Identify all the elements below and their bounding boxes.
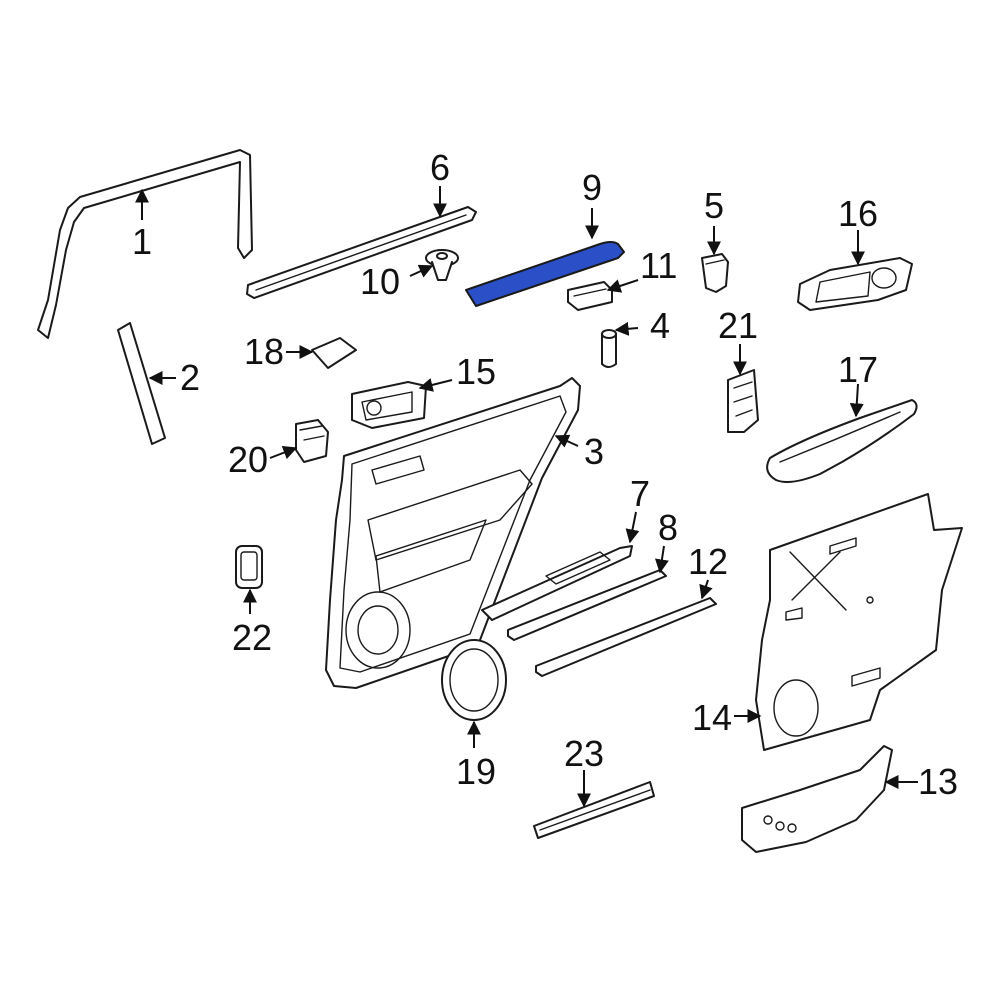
- part-11-bracket[interactable]: [567, 281, 613, 311]
- callout-14: 14: [692, 697, 732, 738]
- part-5-switch[interactable]: [701, 253, 729, 293]
- part-2-pillar-trim[interactable]: [117, 322, 166, 445]
- part-4-lens[interactable]: [601, 329, 617, 368]
- part-13-lower-cover[interactable]: [741, 745, 893, 853]
- leader-lines: [135, 186, 918, 808]
- part-14-inner-panel[interactable]: [755, 493, 963, 751]
- part-8-molding[interactable]: [507, 569, 667, 641]
- callout-19: 19: [456, 751, 496, 792]
- part-7-pull-strip[interactable]: [481, 545, 633, 621]
- part-12-molding[interactable]: [535, 597, 717, 677]
- callout-labels: 1 2 3 4 5 6 7 8 9 10 11 12 13 14 15 16 1…: [132, 147, 958, 802]
- callout-11: 11: [640, 245, 677, 286]
- callout-13: 13: [918, 761, 958, 802]
- part-23-sill-strip[interactable]: [533, 781, 655, 839]
- part-21-handle-bracket[interactable]: [727, 369, 759, 433]
- callout-10: 10: [360, 261, 400, 302]
- part-1-window-channel[interactable]: [37, 149, 253, 339]
- callout-16: 16: [838, 193, 878, 234]
- callout-23: 23: [564, 733, 604, 774]
- callout-8: 8: [658, 507, 678, 548]
- part-15-handle-housing[interactable]: [351, 381, 427, 429]
- callout-20: 20: [228, 439, 268, 480]
- part-22-switch-bezel[interactable]: [235, 545, 263, 589]
- callout-18: 18: [244, 331, 284, 372]
- callout-12: 12: [688, 541, 728, 582]
- part-19-speaker-grille[interactable]: [441, 639, 507, 721]
- callout-2: 2: [180, 357, 200, 398]
- part-6-belt-molding[interactable]: [246, 206, 477, 299]
- callout-15: 15: [456, 351, 496, 392]
- part-18-cover[interactable]: [311, 337, 357, 369]
- part-16-inside-handle[interactable]: [797, 257, 913, 311]
- callout-4: 4: [650, 305, 670, 346]
- part-17-armrest-pad[interactable]: [766, 399, 918, 483]
- callout-9: 9: [582, 167, 602, 208]
- callout-7: 7: [630, 473, 650, 514]
- callout-6: 6: [430, 147, 450, 188]
- callout-17: 17: [838, 349, 878, 390]
- callout-22: 22: [232, 617, 272, 658]
- callout-21: 21: [718, 305, 758, 346]
- part-10-push-clip[interactable]: [425, 249, 459, 281]
- part-20-window-switch[interactable]: [295, 419, 329, 463]
- part-9-trim-strip-highlighted[interactable]: [465, 241, 625, 307]
- callout-5: 5: [704, 185, 724, 226]
- callout-1: 1: [132, 221, 152, 262]
- callout-3: 3: [584, 431, 604, 472]
